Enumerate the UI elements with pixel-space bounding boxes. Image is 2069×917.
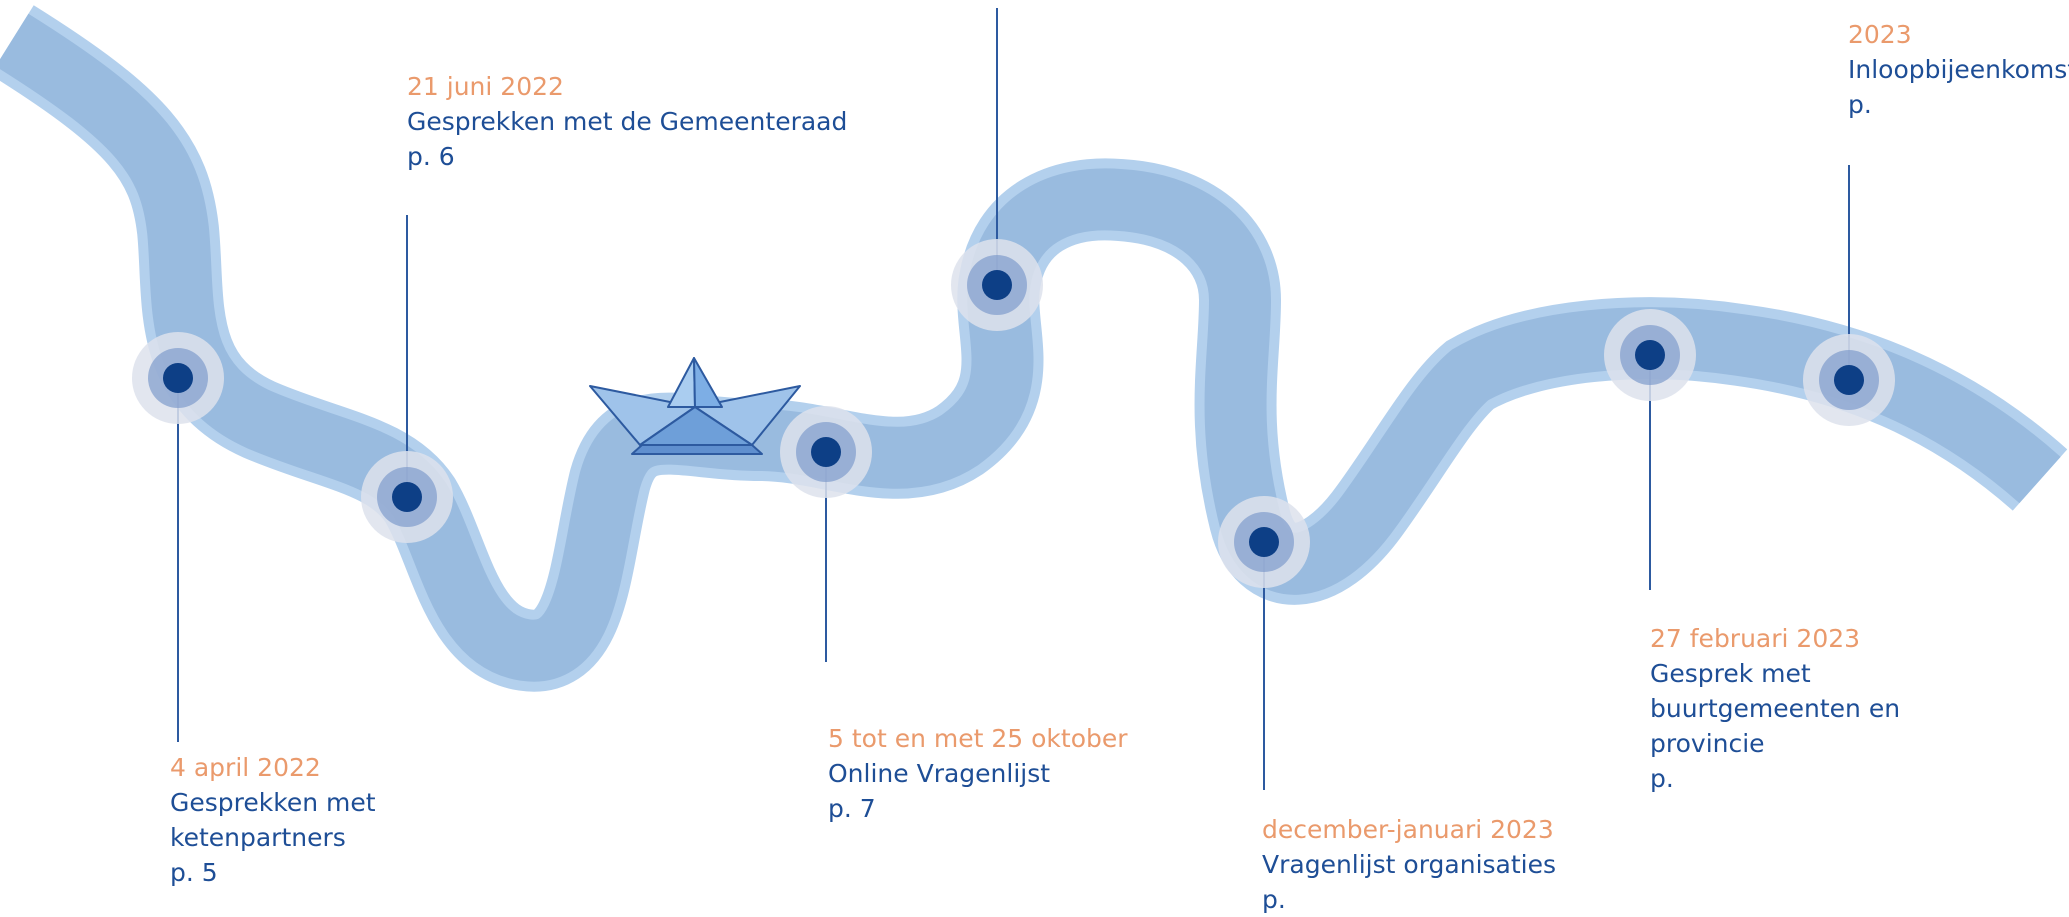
timeline-node-ketenpartners (132, 332, 224, 424)
event-gemeenteraad: 21 juni 2022 Gesprekken met de Gemeenter… (407, 69, 847, 174)
event-page-ref: p. (1650, 764, 1674, 793)
timeline-node-buurtgemeenten (1604, 309, 1696, 401)
event-online-vragenlijst: 5 tot en met 25 oktober Online Vragenlij… (828, 721, 1128, 826)
river-inner-band (12, 40, 2040, 651)
event-ketenpartners: 4 april 2022 Gesprekken met ketenpartner… (170, 750, 376, 890)
event-date: 21 juni 2022 (407, 72, 564, 101)
event-date: 4 april 2022 (170, 753, 321, 782)
timeline-node-online-vragenlijst (780, 406, 872, 498)
event-date: 2023 (1848, 20, 1912, 49)
timeline-node-top (951, 239, 1043, 331)
event-title-line: Inloopbijeenkomst (1848, 55, 2069, 84)
event-date: december-januari 2023 (1262, 815, 1554, 844)
event-date: 5 tot en met 25 oktober (828, 724, 1128, 753)
event-page-ref: p. 6 (407, 142, 455, 171)
timeline-node-inloopbijeenkomst (1803, 334, 1895, 426)
event-title-line: Vragenlijst organisaties (1262, 850, 1557, 879)
event-page-ref: p. 5 (170, 858, 218, 887)
event-page-ref: p. (1262, 885, 1286, 914)
timeline-node-gemeenteraad (361, 451, 453, 543)
event-title-line: Online Vragenlijst (828, 759, 1051, 788)
event-page-ref: p. 7 (828, 794, 876, 823)
event-vragenlijst-organisaties: december-januari 2023 Vragenlijst organi… (1262, 812, 1556, 917)
event-title-line: Gesprekken met (170, 788, 376, 817)
event-date: 27 februari 2023 (1650, 624, 1861, 653)
event-title-line: ketenpartners (170, 823, 346, 852)
event-inloopbijeenkomst: 2023 Inloopbijeenkomst p. (1848, 17, 2069, 122)
event-title-line: Gesprekken met de Gemeenteraad (407, 107, 848, 136)
event-buurtgemeenten: 27 februari 2023 Gesprek met buurtgemeen… (1650, 621, 1900, 796)
timeline-node-vragenlijst-organisaties (1218, 496, 1310, 588)
paper-boat-icon (589, 357, 801, 455)
event-page-ref: p. (1848, 90, 1872, 119)
event-title-line: buurtgemeenten en (1650, 694, 1901, 723)
event-title-line: provincie (1650, 729, 1765, 758)
event-title-line: Gesprek met (1650, 659, 1811, 688)
